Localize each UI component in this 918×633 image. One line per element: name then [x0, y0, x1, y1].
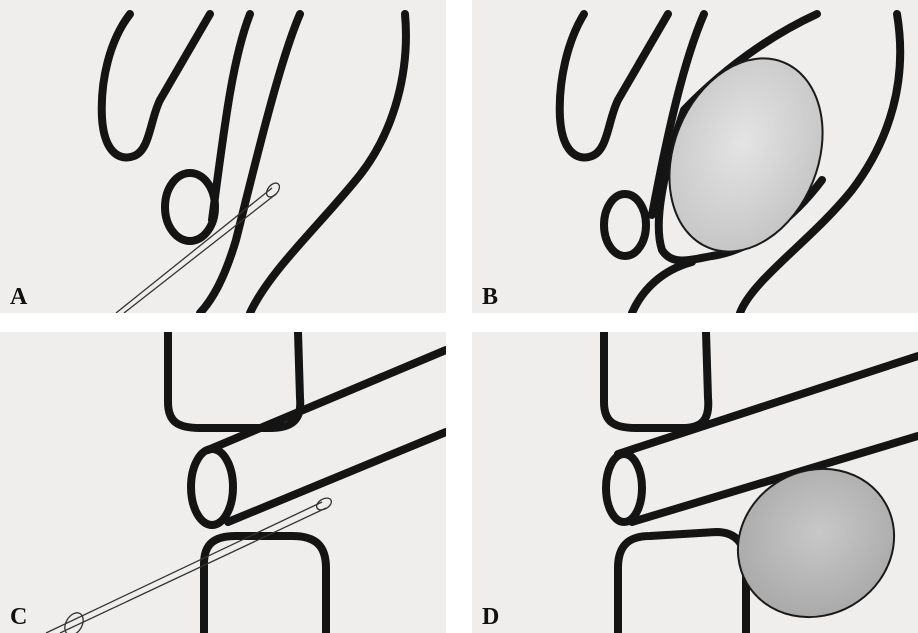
- mass: [711, 441, 918, 633]
- outer-wall-outline: [250, 14, 406, 313]
- tube-upper-wall: [618, 356, 918, 454]
- inner-wall-outline: [200, 14, 300, 313]
- mass: [642, 35, 850, 274]
- needle: [46, 496, 333, 633]
- lower-block-outline: [618, 532, 746, 633]
- lower-block-outline: [204, 536, 326, 633]
- panel-a-drawing: [0, 0, 446, 313]
- panel-label-b: B: [482, 285, 498, 309]
- panel-label-a: A: [10, 285, 27, 309]
- panel-b: B: [472, 0, 918, 313]
- lower-wall-outline: [632, 262, 692, 313]
- panel-d-drawing: [472, 332, 918, 633]
- panel-label-d: D: [482, 605, 499, 629]
- central-duct-outline: [212, 14, 250, 220]
- panel-b-drawing: [472, 0, 918, 313]
- upper-loop-outline: [102, 14, 210, 157]
- upper-loop-outline: [560, 14, 668, 157]
- vessel-cross-section: [165, 173, 215, 241]
- panel-a: A: [0, 0, 446, 313]
- panel-d: D: [472, 332, 918, 633]
- panel-c: C: [0, 332, 446, 633]
- tube-upper-wall: [208, 350, 446, 450]
- tube-lower-wall: [228, 432, 446, 522]
- panel-c-drawing: [0, 332, 446, 633]
- vessel-cross-section: [604, 194, 646, 256]
- upper-block-outline: [604, 332, 708, 428]
- tube-cross-section: [606, 454, 642, 522]
- tube-cross-section: [191, 449, 233, 525]
- panel-label-c: C: [10, 605, 27, 629]
- upper-block-outline: [168, 332, 300, 428]
